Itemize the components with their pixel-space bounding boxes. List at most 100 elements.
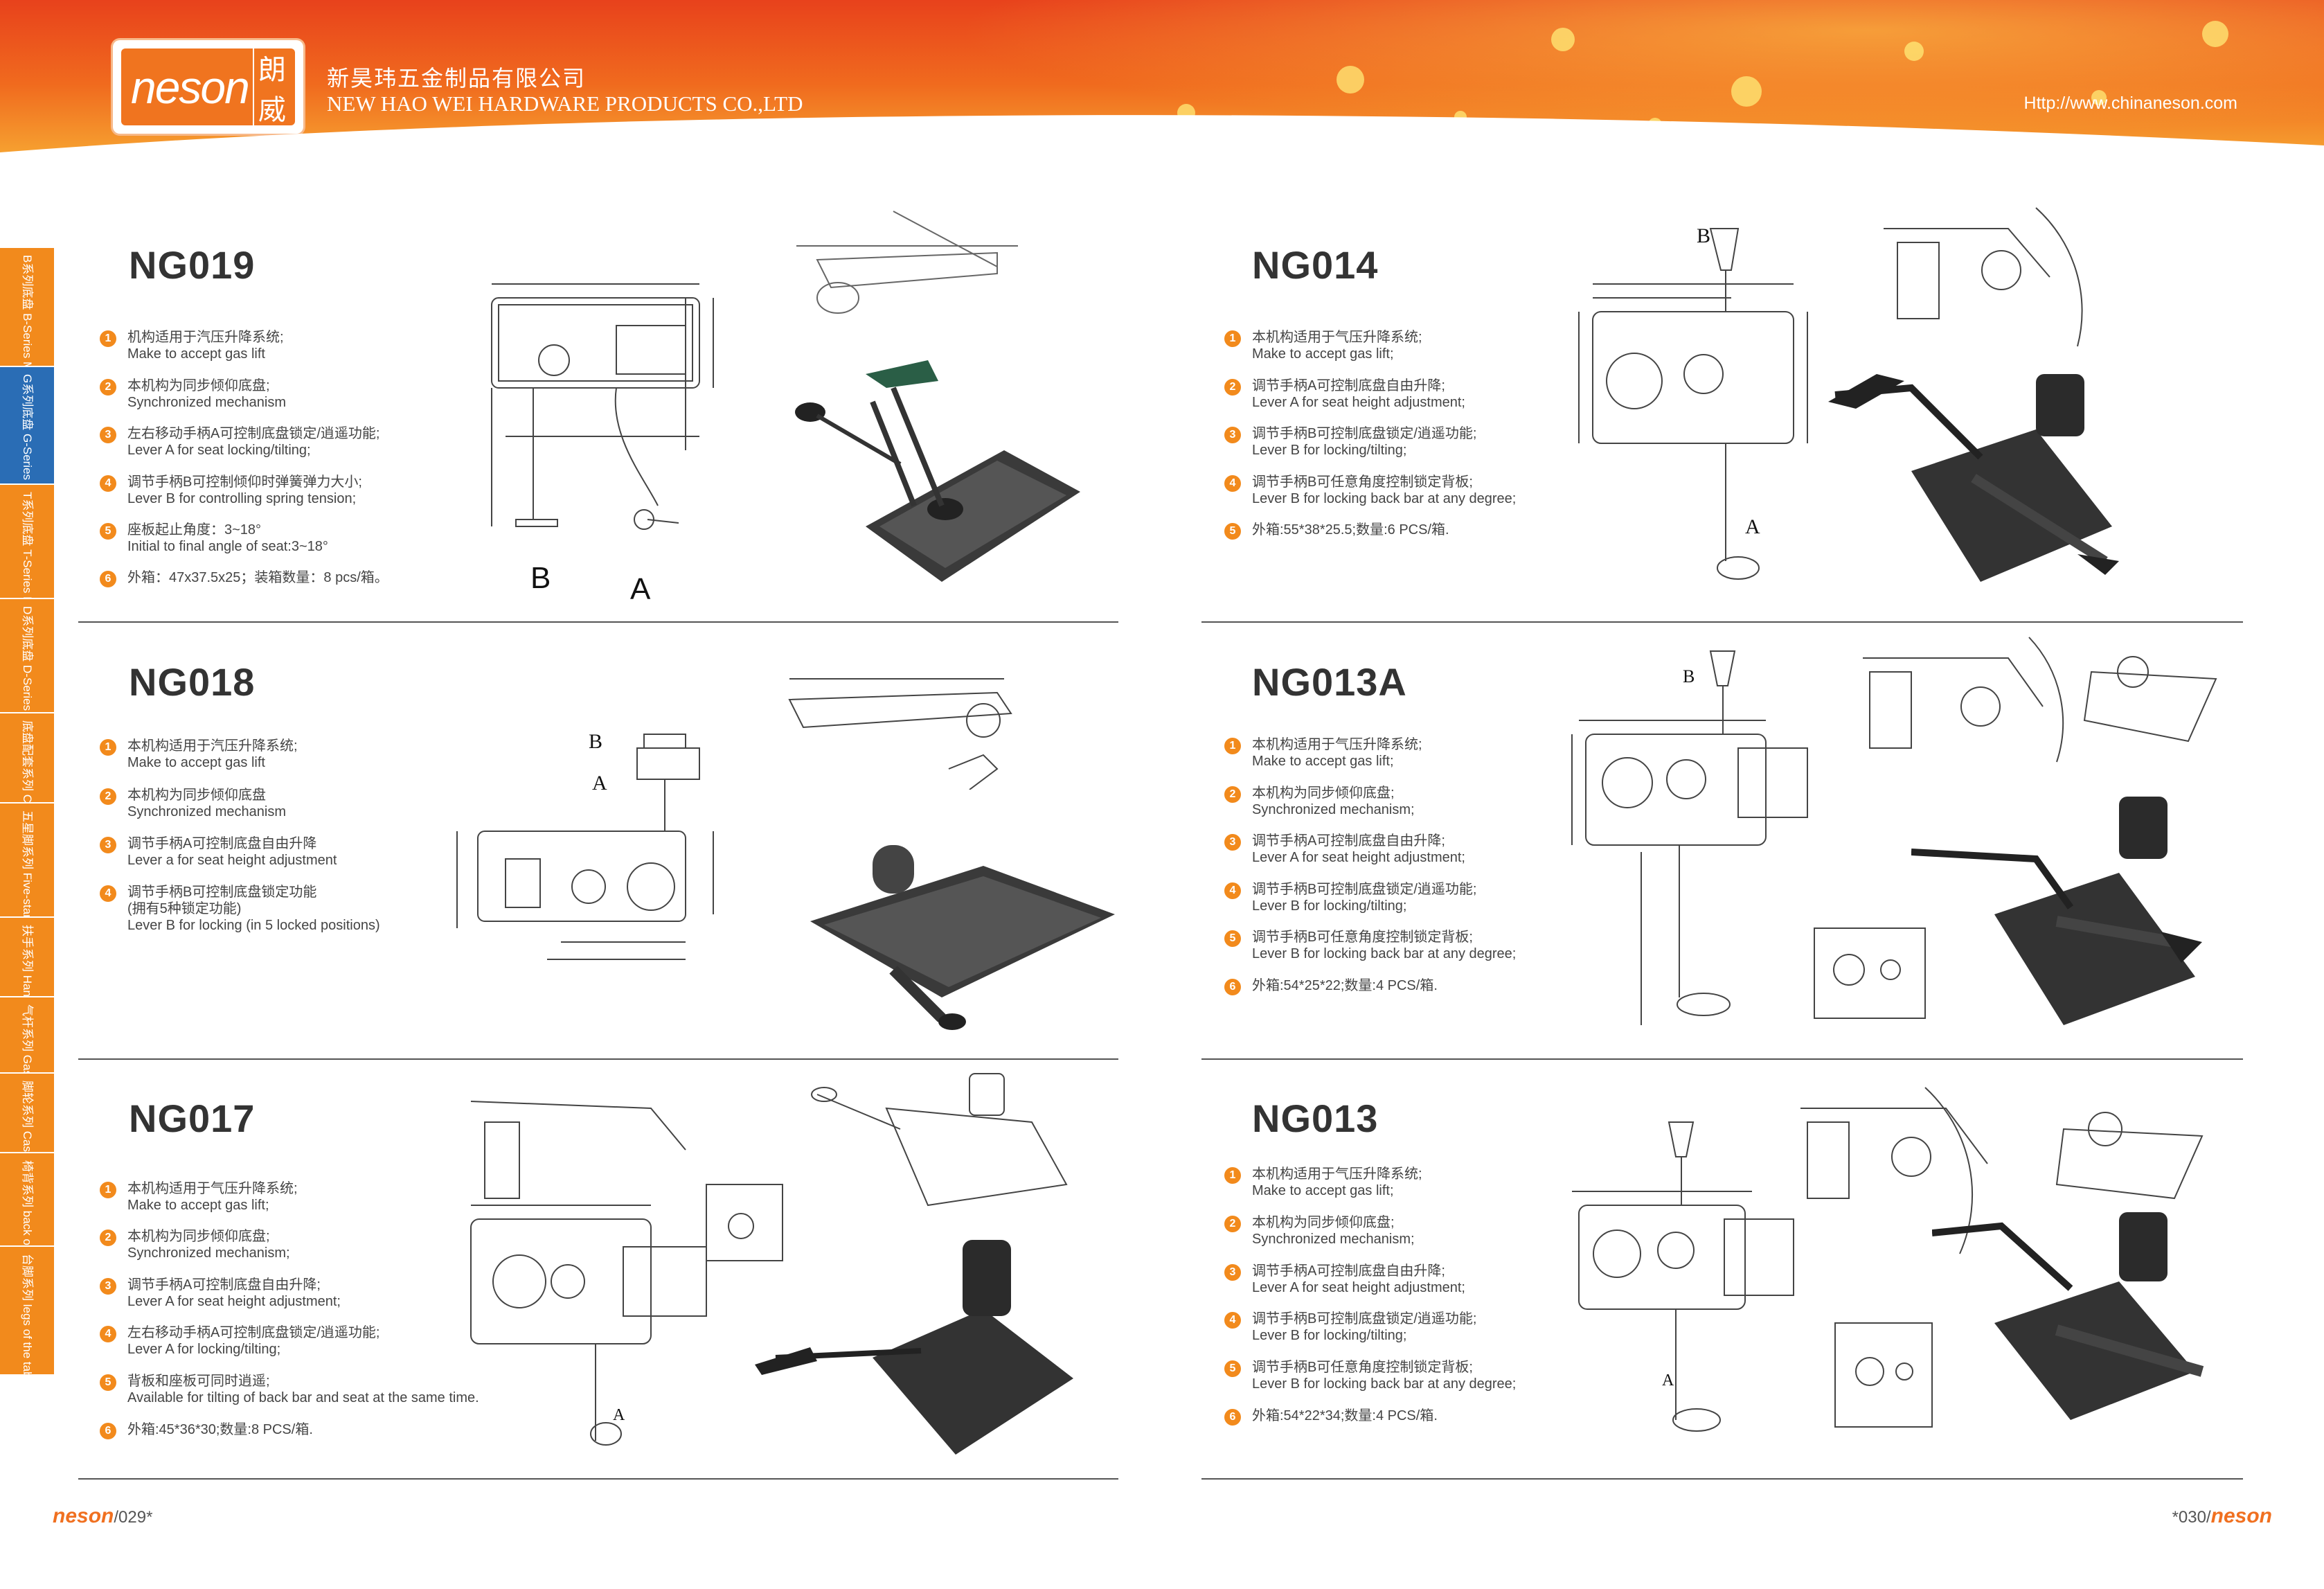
drawing-letter-b: B — [589, 730, 602, 753]
sidebar-tab-gas-bar[interactable]: 气杆系列 Gas bar series — [0, 997, 54, 1074]
footer-brand-right: neson — [2210, 1504, 2272, 1527]
brand-logo[interactable]: neson 朗威 — [113, 40, 303, 134]
ng013-bottom-drawing — [1834, 1322, 1933, 1428]
ng018-product-photo — [810, 845, 1115, 1030]
website-url[interactable]: Http://www.chinaneson.com — [2023, 94, 2237, 113]
sidebar-tab-handrail[interactable]: 扶手系列 Handrail series — [0, 918, 54, 997]
sidebar-tab-g-series[interactable]: G系列底盘 G-Series Mechan isme — [0, 367, 54, 485]
sidebar-tab-caster[interactable]: 脚轮系列 Caster series — [0, 1074, 54, 1153]
ng017-angle-view-drawing — [811, 1073, 1068, 1207]
ng017-technical-drawing: A — [470, 1101, 707, 1446]
sidebar-tab-t-series[interactable]: T系列底盘 T-Series Mechan isme — [0, 485, 54, 599]
drawing-letter-a: A — [1662, 1371, 1674, 1390]
ng013a-bottom-drawing — [1814, 927, 1926, 1019]
section-divider — [78, 621, 1118, 623]
ng019-side-view-drawing — [796, 211, 1018, 314]
category-sidebar: B系列底盘 B-Series Mechan isms G系列底盘 G-Serie… — [0, 248, 54, 1376]
ng017-side-drawing — [706, 1184, 783, 1261]
section-divider — [1201, 1058, 2243, 1060]
drawing-letter-a: A — [1745, 515, 1760, 538]
sidebar-tab-chassis[interactable]: 底盘配套系列 Chassis series — [0, 713, 54, 804]
drawing-letter-a: A — [592, 772, 607, 794]
ng013a-product-photo — [1911, 797, 2202, 1025]
footer-page-right: *030/ — [2172, 1508, 2211, 1527]
decor-bubble — [1904, 42, 1924, 61]
ng013a-angle-view-drawing — [1863, 637, 2217, 763]
sidebar-tab-chair-back[interactable]: 椅背系列 back of the chair series — [0, 1153, 54, 1247]
page-header: neson 朗威 新昊玮五金制品有限公司 NEW HAO WEI HARDWAR… — [0, 0, 2324, 152]
ng013-technical-drawing: A — [1572, 1121, 1794, 1432]
ng019-technical-drawing — [491, 283, 714, 530]
sidebar-tab-d-series[interactable]: D系列底盘 D-Series Mechan isme — [0, 599, 54, 713]
decor-bubble — [2202, 21, 2228, 47]
section-divider — [1201, 1478, 2243, 1480]
company-name-cn: 新昊玮五金制品有限公司 — [327, 66, 587, 91]
decor-bubble — [1551, 28, 1575, 51]
header-swoosh — [0, 115, 2324, 159]
footer-page-left: /029* — [114, 1508, 153, 1527]
decor-bubble — [2091, 90, 2107, 105]
drawing-letter-a: A — [613, 1406, 625, 1424]
product-model-ng019: NG019 — [129, 243, 256, 287]
page-number-left: neson/029* — [53, 1504, 152, 1528]
sidebar-tab-b-series[interactable]: B系列底盘 B-Series Mechan isms — [0, 248, 54, 367]
ng013a-technical-drawing: B — [1571, 650, 1808, 1025]
logo-wordmark: neson — [131, 61, 250, 113]
product-model-ng013a: NG013A — [1252, 660, 1407, 704]
product-model-ng017: NG017 — [129, 1097, 256, 1140]
ng019-product-photo — [795, 360, 1080, 582]
footer-brand-left: neson — [53, 1504, 114, 1527]
ng014-technical-drawing: B A — [1578, 224, 1808, 580]
page-number-right: *030/neson — [2172, 1504, 2272, 1528]
ng014-angle-view-drawing — [1884, 207, 2083, 347]
section-divider — [78, 1058, 1118, 1060]
product-model-ng018: NG018 — [129, 660, 256, 704]
drawing-letter-b: B — [1683, 666, 1695, 686]
ng013-product-photo — [1932, 1212, 2204, 1420]
section-divider — [78, 1478, 1118, 1480]
logo-chinese: 朗威 — [252, 46, 295, 127]
lever-label-b: B — [530, 561, 551, 595]
company-name-en: NEW HAO WEI HARDWARE PRODUCTS CO.,LTD — [327, 91, 803, 116]
ng017-product-photo — [755, 1240, 1073, 1455]
decor-bubble — [1337, 66, 1364, 94]
section-divider — [1201, 621, 2243, 623]
ng013-angle-view-drawing — [1800, 1087, 2204, 1254]
product-model-ng014: NG014 — [1252, 243, 1379, 287]
sidebar-tab-five-star-foot[interactable]: 五星脚系列 Five-star chair foot series — [0, 804, 54, 918]
ng014-product-photo — [1828, 374, 2119, 582]
decor-bubble — [1731, 76, 1762, 107]
sidebar-tab-table-legs[interactable]: 台脚系列 legs of the table series — [0, 1247, 54, 1376]
